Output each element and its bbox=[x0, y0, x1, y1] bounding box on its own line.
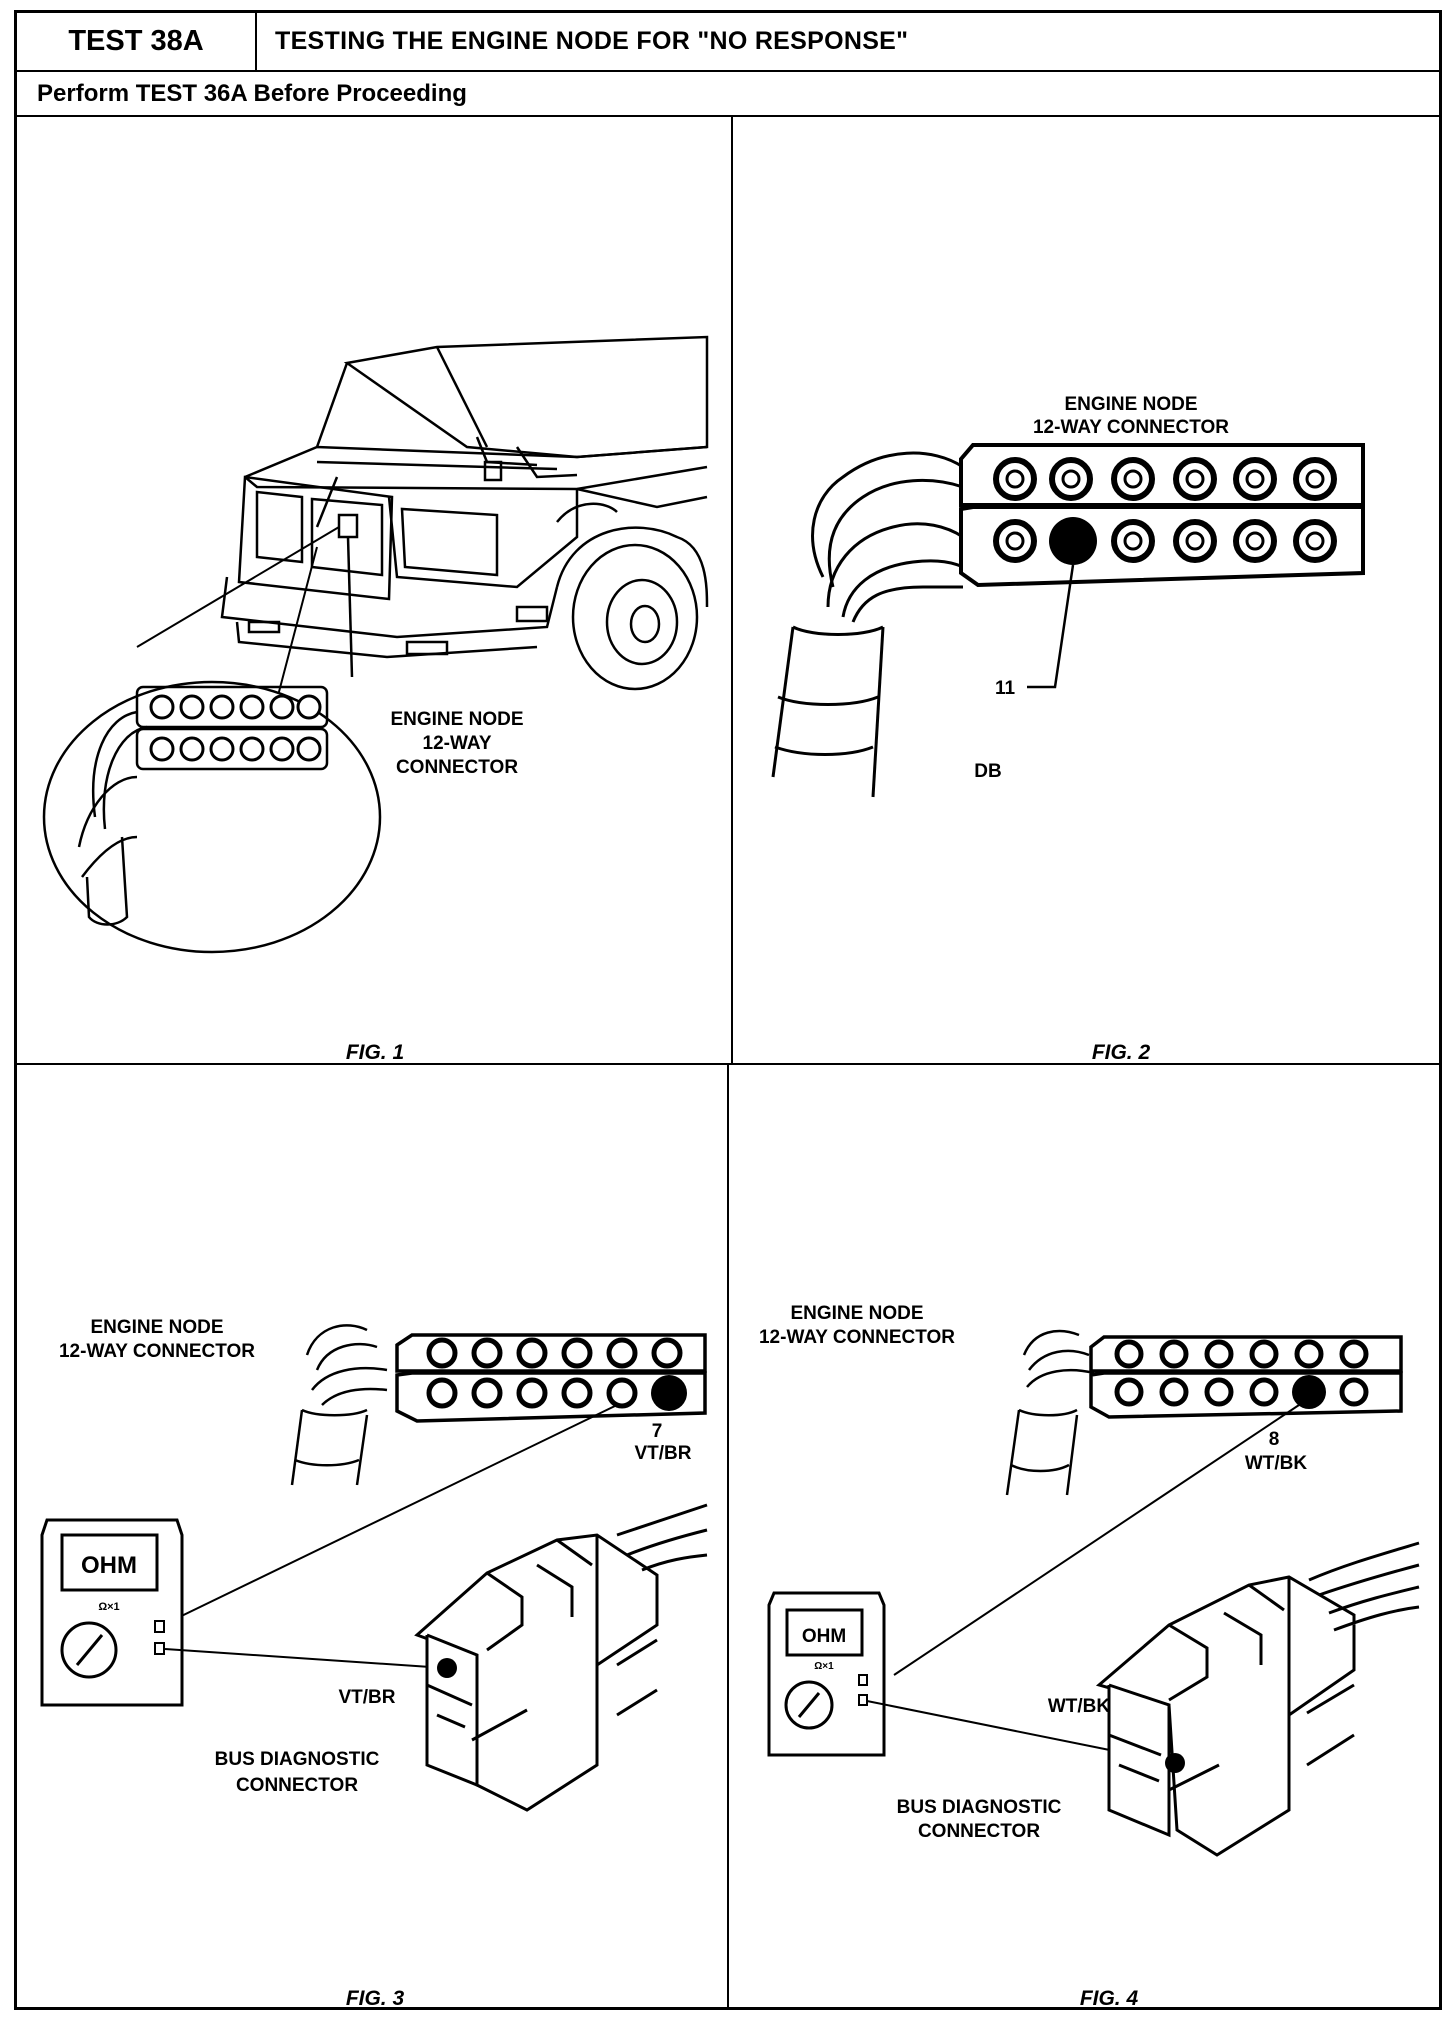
grid-divider-vertical-bottom bbox=[727, 1065, 729, 2010]
test-procedure-page: TEST 38A TESTING THE ENGINE NODE FOR "NO… bbox=[14, 10, 1442, 2010]
fig4-pin-number: 8 bbox=[1269, 1429, 1280, 1450]
header-row: TEST 38A TESTING THE ENGINE NODE FOR "NO… bbox=[17, 13, 1439, 72]
probe-wire-black bbox=[164, 1648, 446, 1669]
fig1-label-line1: ENGINE NODE bbox=[390, 709, 523, 730]
meter-jack-common bbox=[154, 1642, 165, 1655]
fig2-caption: FIG. 2 bbox=[1092, 1041, 1151, 1062]
fig1-label-line3: CONNECTOR bbox=[396, 757, 518, 778]
prerequisite-row: Perform TEST 36A Before Proceeding bbox=[17, 70, 1439, 117]
fig4-bus-label-line2: CONNECTOR bbox=[918, 1821, 1040, 1842]
test-id: TEST 38A bbox=[17, 13, 257, 70]
meter-range-text: Ω×1 bbox=[814, 1661, 834, 1672]
fig2-pin-number: 11 bbox=[995, 678, 1016, 699]
probe-wire-red bbox=[166, 1404, 618, 1624]
meter-display-text: OHM bbox=[802, 1626, 846, 1647]
fig4-label-line1: ENGINE NODE bbox=[790, 1303, 923, 1324]
ohmmeter: OHM Ω×1 bbox=[40, 1518, 184, 1707]
fig3-label-line2: 12-WAY CONNECTOR bbox=[59, 1341, 255, 1362]
inset-connector-detail bbox=[42, 680, 382, 954]
fig2-label-line1: ENGINE NODE bbox=[1064, 394, 1197, 415]
fig3-pin-color: VT/BR bbox=[635, 1443, 692, 1464]
grid-divider-vertical-top bbox=[731, 115, 733, 1065]
inset-connector-pins bbox=[149, 694, 322, 762]
meter-jack-common bbox=[858, 1694, 868, 1706]
prerequisite-note: Perform TEST 36A Before Proceeding bbox=[37, 80, 467, 107]
wire-harness bbox=[771, 451, 969, 798]
meter-jack-positive bbox=[858, 1674, 868, 1686]
figure-4-pin-8-ohm-test: ENGINE NODE 12-WAY CONNECTOR 8 WT/BK bbox=[759, 1303, 1420, 2010]
figure-2-connector-pin-11: ENGINE NODE 12-WAY CONNECTOR bbox=[771, 394, 1365, 1062]
pin-7-highlight bbox=[651, 1375, 687, 1411]
fig3-caption: FIG. 3 bbox=[346, 1987, 405, 2010]
fig4-wire-label: WT/BK bbox=[1048, 1696, 1111, 1717]
wire-harness bbox=[290, 1324, 388, 1486]
wire-harness bbox=[1005, 1329, 1095, 1496]
fig3-pin-number: 7 bbox=[652, 1421, 663, 1442]
meter-display-text: OHM bbox=[81, 1552, 137, 1579]
fig3-bus-label-line1: BUS DIAGNOSTIC bbox=[215, 1749, 380, 1770]
pin-11-highlight bbox=[1049, 517, 1097, 565]
fig3-label-line1: ENGINE NODE bbox=[90, 1317, 223, 1338]
fig4-bus-label-line1: BUS DIAGNOSTIC bbox=[897, 1797, 1062, 1818]
meter-jack-positive bbox=[154, 1620, 165, 1633]
grid-divider-horizontal bbox=[17, 1063, 1439, 1065]
bus-pin-highlight bbox=[437, 1658, 457, 1678]
fig3-wire-label: VT/BR bbox=[339, 1687, 396, 1708]
fig3-bus-label-line2: CONNECTOR bbox=[236, 1775, 358, 1796]
bus-diagnostic-connector bbox=[414, 1503, 708, 1812]
ohmmeter: OHM Ω×1 bbox=[767, 1591, 886, 1757]
car-illustration bbox=[220, 335, 709, 691]
fig4-label-line2: 12-WAY CONNECTOR bbox=[759, 1327, 955, 1348]
figure-1-car-engine-node: ENGINE NODE 12-WAY CONNECTOR FIG. 1 bbox=[42, 335, 709, 1062]
connector-pins bbox=[1114, 1339, 1369, 1407]
bus-diagnostic-connector bbox=[1095, 1541, 1420, 1857]
meter-range-text: Ω×1 bbox=[98, 1601, 119, 1613]
figure-3-pin-7-ohm-test: ENGINE NODE 12-WAY CONNECTOR 7 VT/BR bbox=[40, 1317, 708, 2010]
test-title: TESTING THE ENGINE NODE FOR "NO RESPONSE… bbox=[275, 27, 909, 55]
pin-11-leader bbox=[1027, 564, 1075, 689]
probe-wire-red bbox=[893, 1404, 1300, 1676]
fig1-caption: FIG. 1 bbox=[346, 1041, 404, 1062]
fig1-label-line2: 12-WAY bbox=[423, 733, 492, 754]
fig2-label-line2: 12-WAY CONNECTOR bbox=[1033, 417, 1229, 438]
connector-pins bbox=[426, 1337, 683, 1409]
fig4-caption: FIG. 4 bbox=[1080, 1987, 1139, 2010]
pin-8-highlight bbox=[1292, 1375, 1326, 1409]
bus-pin-highlight bbox=[1165, 1753, 1185, 1773]
fig2-pin-color: DB bbox=[974, 761, 1001, 782]
connector-pins bbox=[993, 457, 1337, 563]
fig4-pin-color: WT/BK bbox=[1245, 1453, 1308, 1474]
